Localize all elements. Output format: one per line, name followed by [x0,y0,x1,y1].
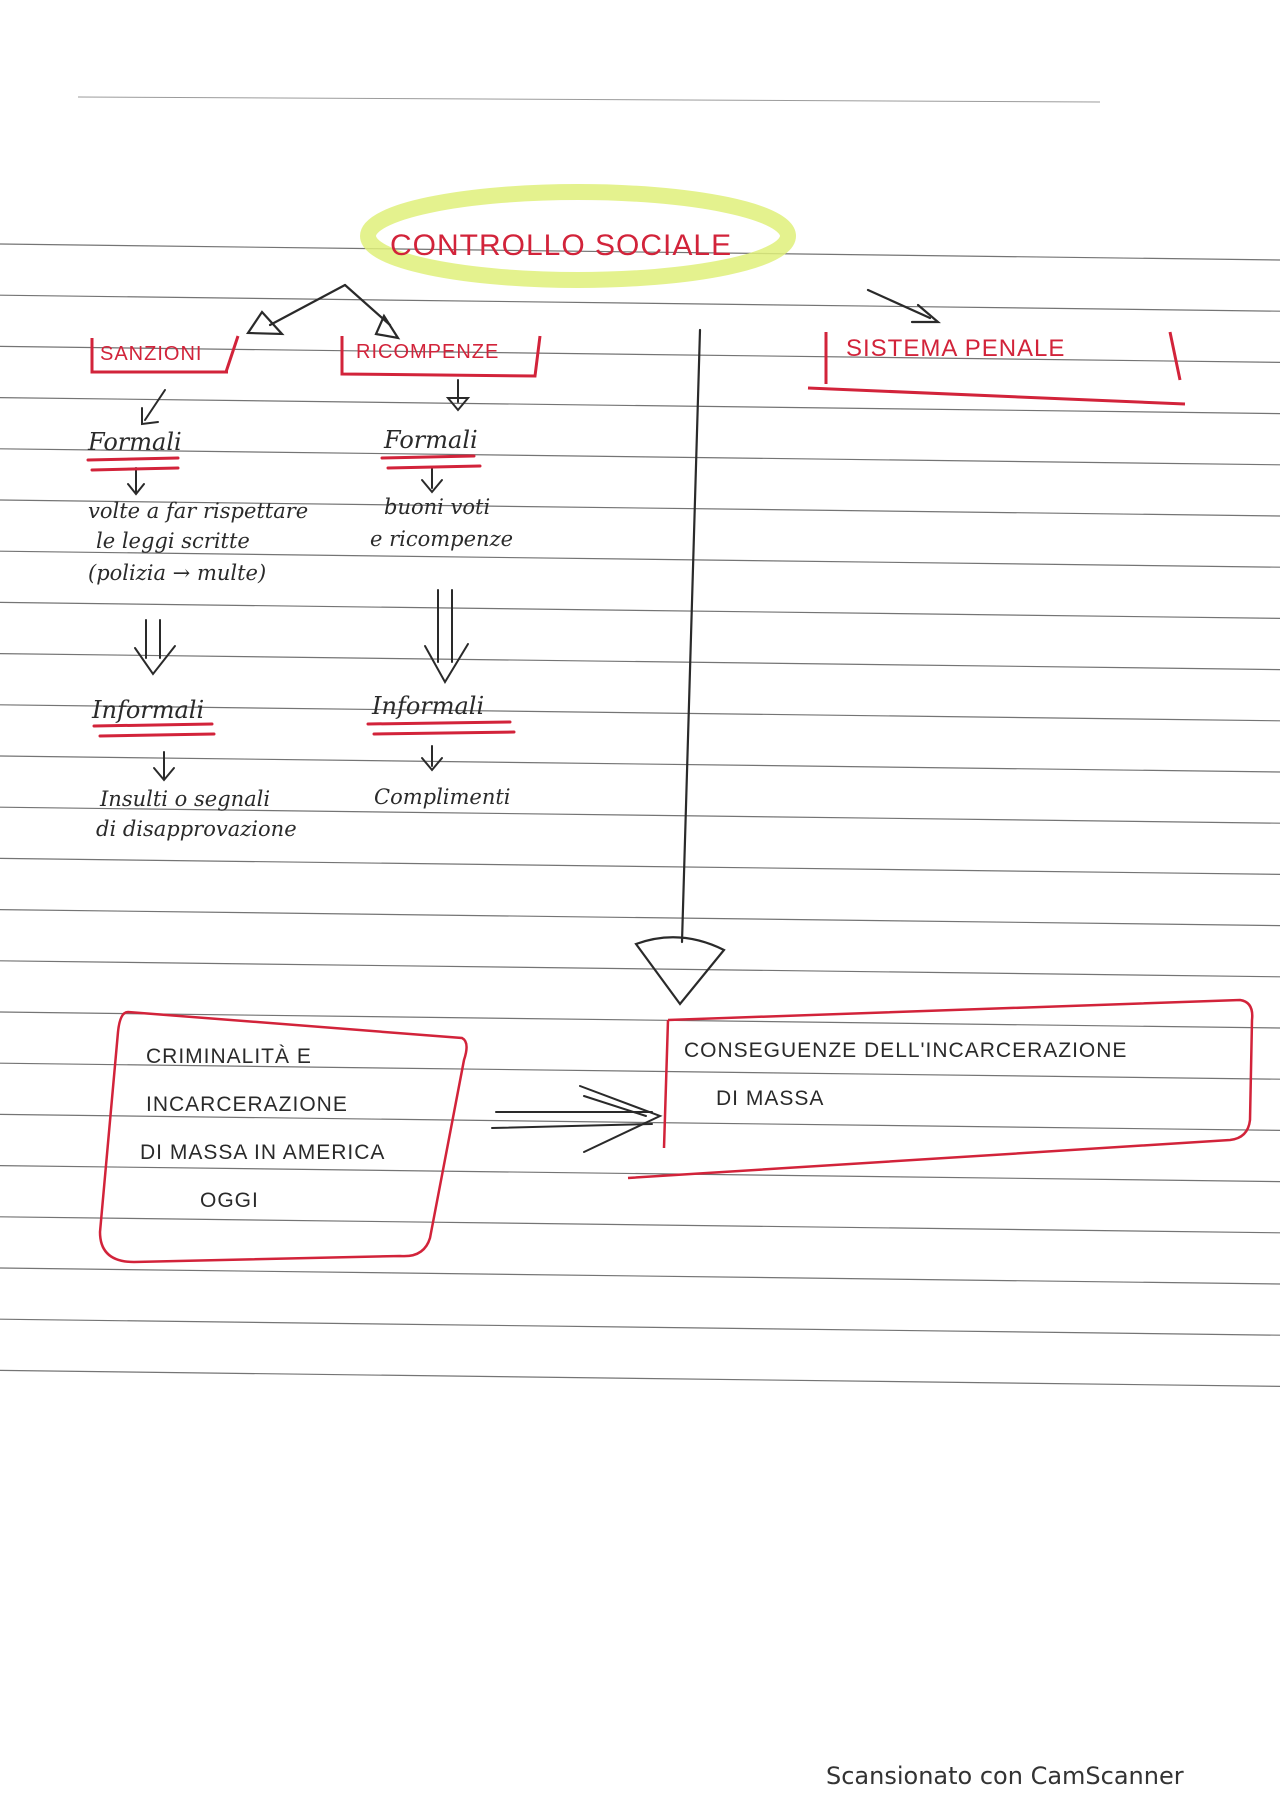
ruled-line [0,397,1280,415]
ruled-line [0,1216,1280,1234]
ruled-line [0,857,1280,875]
ruled-line [0,806,1280,824]
conseguenze-line-2: DI MASSA [716,1087,825,1110]
sistema-penale-label: SISTEMA PENALE [846,335,1066,362]
sanzioni-formali-desc-3: (polizia → multe) [88,561,267,585]
sanzioni-arrows [127,389,176,782]
criminalita-box [98,1010,468,1264]
ruled-line [0,755,1280,773]
ruled-line [0,1318,1280,1336]
criminalita-line-3: DI MASSA IN AMERICA [140,1141,386,1164]
ruled-line [0,1113,1280,1131]
sanzioni-formali-desc-2: le leggi scritte [96,529,250,553]
ruled-line [0,499,1280,517]
ricompenze-formali-desc-1: buoni voti [384,495,491,519]
ricompenze-formali: Formali [384,426,478,454]
vertical-arrow [634,328,726,1006]
scanner-footer: Scansionato con CamScanner [826,1762,1184,1790]
title-arrows [245,283,941,340]
ruled-line [0,1011,1280,1029]
ricompenze-arrows [421,379,471,772]
ruled-line [77,96,1101,103]
ricompenze-informali: Informali [372,692,485,720]
ruled-line [0,909,1280,927]
ruled-line [0,601,1280,619]
ruled-line [0,704,1280,722]
conseguenze-box [627,998,1254,1180]
ricompenze-informali-desc-1: Complimenti [374,785,511,809]
ruled-line [0,294,1280,312]
link-arrow [491,1085,663,1153]
sistema-penale-box [807,331,1186,406]
ruled-line [0,345,1280,363]
ruled-line [0,243,1280,261]
diagram-title: CONTROLLO SOCIALE [390,229,733,262]
underlines [86,454,516,738]
ricompenze-formali-desc-2: e ricompenze [370,527,514,551]
criminalita-line-4: OGGI [200,1189,259,1212]
sanzioni-formali: Formali [88,428,182,456]
criminalita-line-2: INCARCERAZIONE [146,1093,348,1116]
ruled-line [0,1165,1280,1183]
ruled-line [0,550,1280,568]
sanzioni-informali: Informali [92,696,205,724]
conseguenze-line-1: CONSEGUENZE DELL'INCARCERAZIONE [684,1039,1128,1062]
ruled-line [0,1369,1280,1387]
ruled-line [0,653,1280,671]
sanzioni-formali-desc-1: volte a far rispettare [88,499,309,523]
sanzioni-informali-desc-2: di disapprovazione [96,817,297,841]
ruled-line [0,960,1280,978]
ruled-line [0,1062,1280,1080]
criminalita-line-1: CRIMINALITÀ E [146,1045,312,1068]
ricompenze-box [340,335,542,378]
sanzioni-informali-desc-1: Insulti o segnali [100,787,271,811]
ricompenze-label: RICOMPENZE [356,341,500,363]
ruled-line [0,1267,1280,1285]
sanzioni-label: SANZIONI [100,343,203,365]
title-highlight [360,184,796,288]
sanzioni-box [90,335,240,374]
ruled-line [0,448,1280,466]
